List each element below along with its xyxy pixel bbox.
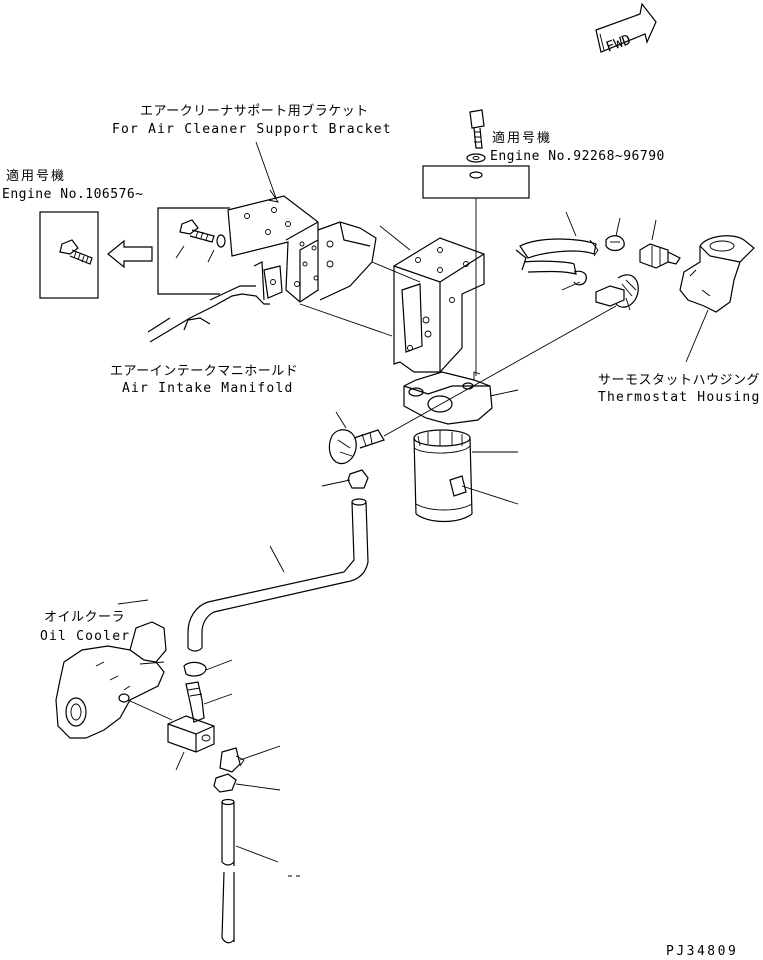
bracket-label-en: For Air Cleaner Support Bracket: [112, 122, 392, 137]
left-applicability-box: [39, 211, 99, 299]
bracket-label-jp: エアークリーナサポート用ブラケット: [140, 104, 369, 119]
fwd-arrow-icon: FWD: [595, 2, 657, 56]
oil-pipe: [187, 498, 369, 652]
vertical-pipe: [221, 798, 300, 944]
applicability-right-jp: 適用号機: [492, 131, 553, 146]
manifold-label-jp: エアーインテークマニホールド: [110, 364, 299, 379]
right-applicability-group: [422, 109, 530, 376]
filter-bracket: [393, 237, 485, 373]
applicability-left-jp: 適用号機: [6, 169, 67, 184]
nut-fitting: [321, 469, 369, 489]
leader-line: [651, 219, 657, 241]
lower-fittings: [167, 659, 281, 793]
thermostat-label-en: Thermostat Housing: [598, 390, 761, 405]
hose-assembly: [515, 235, 681, 311]
thermostat-housing: [679, 235, 755, 363]
applicability-right-en: Engine No.92268~96790: [490, 149, 665, 164]
oilcooler-label-en: Oil Cooler: [40, 629, 131, 644]
filter-cartridge: [413, 429, 519, 523]
connector-fitting: [328, 305, 617, 465]
oilcooler-label-jp: オイルクーラ: [44, 610, 126, 625]
filter-head: [403, 371, 519, 425]
leader-line: [565, 211, 577, 237]
oil-cooler: [55, 599, 173, 739]
drawing-code: PJ34809: [666, 944, 739, 959]
applicability-left-en: Engine No.106576~: [2, 187, 144, 202]
manifold-outline: [147, 285, 270, 343]
leader-line: [615, 217, 621, 237]
bolt-icon: [59, 239, 93, 265]
leader-line: [255, 141, 279, 203]
thermostat-label-jp: サーモスタットハウジング: [598, 373, 761, 388]
hollow-arrow-icon: [107, 239, 153, 269]
bracket-detail: [157, 195, 377, 303]
leader-line: [379, 225, 411, 251]
fwd-label: FWD: [604, 32, 633, 56]
manifold-label-en: Air Intake Manifold: [122, 381, 294, 396]
